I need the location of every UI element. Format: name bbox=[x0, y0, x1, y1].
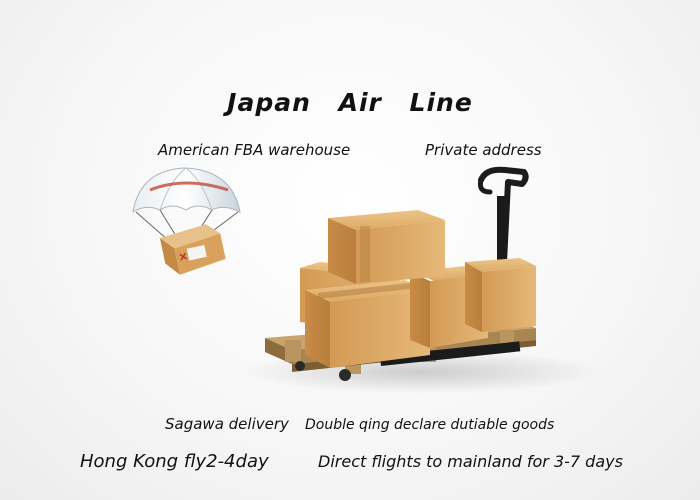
pallet-jack-icon bbox=[477, 166, 529, 268]
service-double-qing: Double qing declare dutiable goods bbox=[305, 417, 555, 433]
service-direct-flights: Direct flights to mainland for 3-7 days bbox=[318, 452, 623, 471]
service-hong-kong: Hong Kong fly2-4day bbox=[80, 451, 269, 472]
cargo-box bbox=[305, 280, 430, 368]
service-sagawa: Sagawa delivery bbox=[165, 415, 289, 433]
service-american-fba: American FBA warehouse bbox=[158, 141, 351, 159]
page-title: Japan Air Line bbox=[227, 88, 473, 117]
parachute-icon bbox=[132, 167, 241, 275]
cargo-box bbox=[465, 258, 536, 332]
service-private-address: Private address bbox=[425, 141, 542, 159]
cargo-box bbox=[328, 210, 445, 284]
